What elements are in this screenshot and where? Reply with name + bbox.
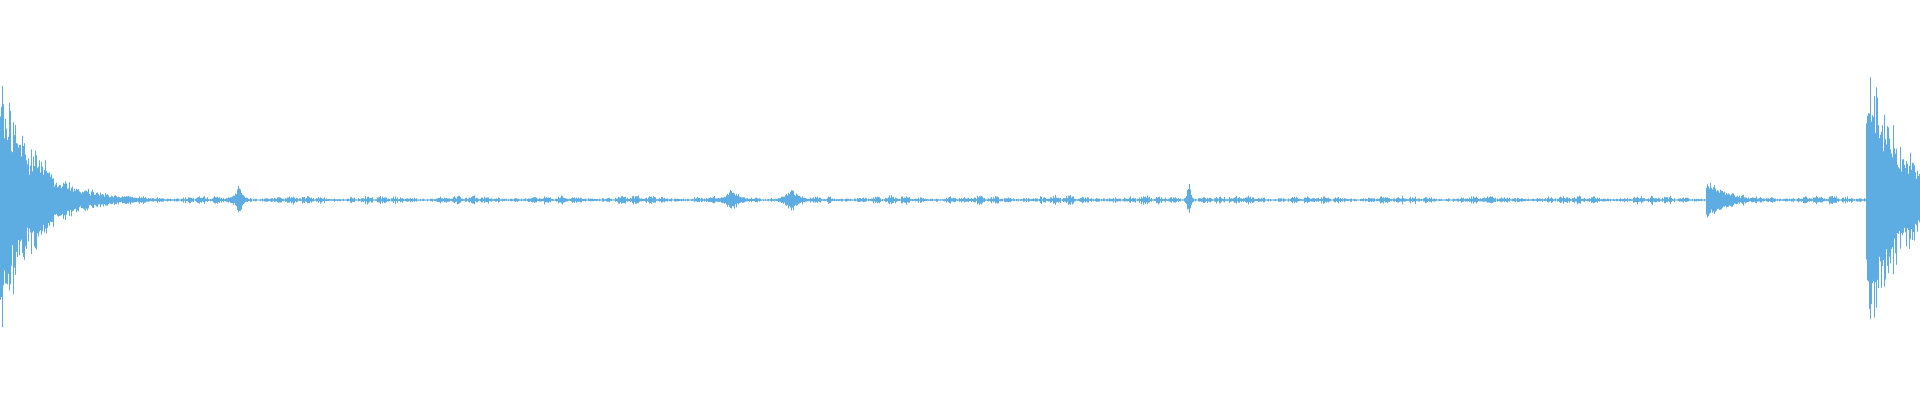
waveform-trace (0, 77, 1920, 328)
waveform-lines (0, 77, 1920, 328)
